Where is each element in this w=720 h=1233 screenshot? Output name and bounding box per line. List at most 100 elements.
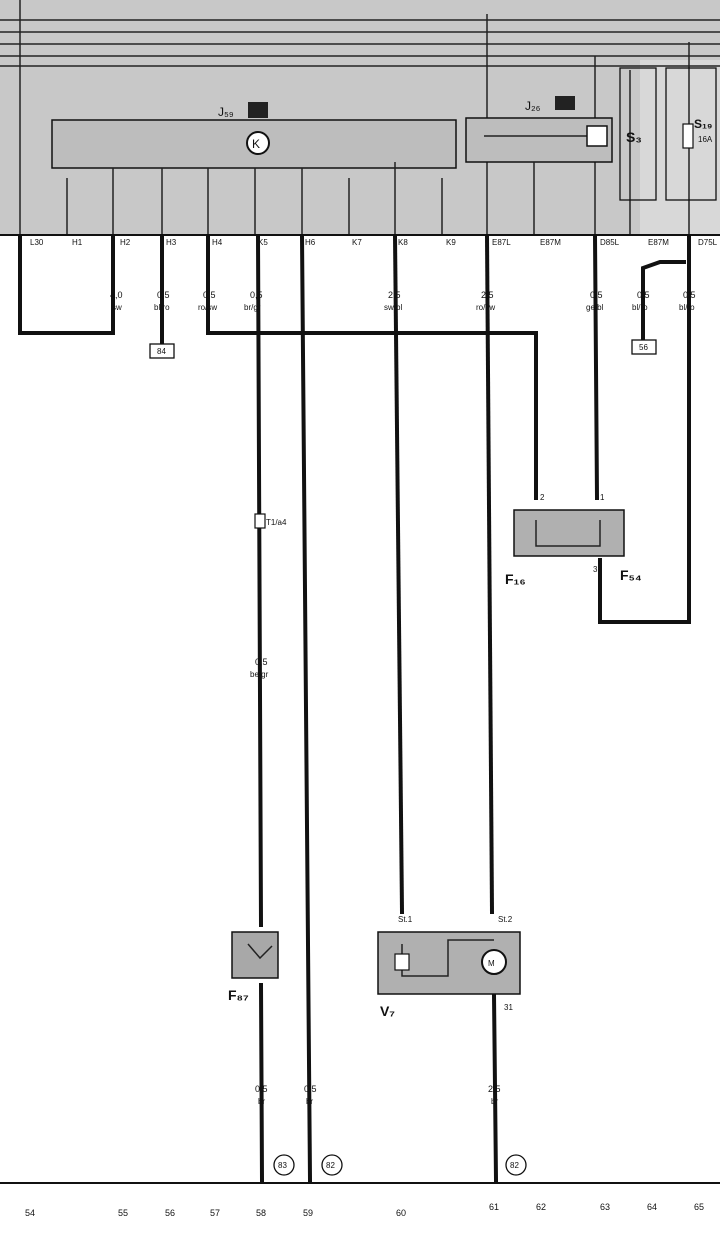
column-number: 57 [210, 1208, 220, 1218]
wire-color: br [258, 1097, 265, 1106]
wire-labels: 4,0 sw 0,5 bl/ro 0,5 ro/sw 0,5 br/gr 2,5… [110, 290, 696, 312]
column-number: 65 [694, 1202, 704, 1212]
column-number: 56 [165, 1208, 175, 1218]
fuse-s19: S₁₉ 16A [665, 67, 717, 201]
column-number: 59 [303, 1208, 313, 1218]
relay-k-symbol-label: K [252, 137, 260, 151]
wires [18, 233, 691, 1183]
wire-col59 [299, 233, 313, 1183]
wire-color: bl/ro [679, 303, 695, 312]
bus-lines [0, 19, 720, 67]
fuse-s3-label: S₃ [626, 129, 642, 145]
column-number: 63 [600, 1202, 610, 1212]
wire-gauge: 0,5 [637, 290, 650, 300]
column-number: 62 [536, 1202, 546, 1212]
wire-brgr [255, 233, 264, 928]
connector-label: L30 [30, 238, 44, 247]
fuse-s19-amp: 16A [698, 135, 713, 144]
switch-f87: F₈₇ [228, 931, 279, 1003]
wire-rosw-f16 [206, 234, 538, 500]
wire-swbl-v7 [392, 233, 405, 915]
wire-color: sw/bl [384, 303, 402, 312]
connector-label: D85L [600, 238, 620, 247]
svg-text:82: 82 [510, 1161, 519, 1170]
column-number: 55 [118, 1208, 128, 1218]
wire-color: ge/bl [586, 303, 604, 312]
wire-f87-ground [258, 982, 265, 1183]
wire-color: ro/sw [198, 303, 217, 312]
pin-stubs [66, 162, 535, 234]
switch-pin: 3 [593, 565, 598, 574]
switch-block-f16-f54: 2 1 3 F₁₆ F₅₄ [505, 493, 642, 587]
wire-v7-ground [491, 992, 499, 1183]
connector-label: K9 [446, 238, 456, 247]
svg-text:83: 83 [278, 1161, 287, 1170]
wire-gauge: 0,5 [203, 290, 216, 300]
wire-gebl-f54 [592, 233, 600, 501]
fan-motor-v7: M St.1 St.2 31 V₇ [377, 915, 521, 1019]
wire-color: br/gr [244, 303, 261, 312]
wire-color: be/gr [250, 670, 269, 679]
wire-color: bl/ro [154, 303, 170, 312]
motor-pin: St.1 [398, 915, 413, 924]
connector-label: H1 [72, 238, 83, 247]
svg-text:T1/a4: T1/a4 [266, 518, 287, 527]
ground-circle-82 [321, 1154, 343, 1176]
wire-blro-56 [641, 260, 686, 342]
connector-label: K7 [352, 238, 362, 247]
svg-text:82: 82 [326, 1161, 335, 1170]
connector-label: H6 [305, 238, 316, 247]
wire-gauge: 0,5 [304, 1084, 317, 1094]
ground-circle-82b [505, 1154, 527, 1176]
reference-box-56: 56 [631, 339, 657, 355]
ground-points: 83 82 82 [273, 1154, 527, 1176]
connector-label: H4 [212, 238, 223, 247]
connector-label: H3 [166, 238, 177, 247]
motor-pin: St.2 [498, 915, 513, 924]
wire-gauge: 2,5 [388, 290, 401, 300]
column-number: 61 [489, 1202, 499, 1212]
connector-label: E87M [648, 238, 669, 247]
wire-color: ro/sw [476, 303, 495, 312]
wire-gauge: 0,5 [255, 1084, 268, 1094]
fan-motor-v7-label: V₇ [380, 1003, 395, 1019]
fuse-s19-label: S₁₉ [694, 117, 712, 131]
relay-j59-label: J₅₉ [218, 105, 234, 119]
motor-pin: 31 [504, 1003, 513, 1012]
relay-j26-tab [555, 96, 575, 110]
wire-gauge: 0,5 [250, 290, 263, 300]
ground-circle-83 [273, 1154, 295, 1176]
switch-pin: 1 [600, 493, 605, 502]
wire-gauge: 0,5 [683, 290, 696, 300]
wire-gauge: 0,5 [157, 290, 170, 300]
relay-j59-tab [248, 102, 268, 118]
wire-rosw-v7 [484, 233, 495, 915]
svg-text:84: 84 [157, 347, 166, 356]
motor-icon [481, 949, 507, 975]
connector-label: K5 [258, 238, 268, 247]
connector-label: K8 [398, 238, 408, 247]
svg-text:M: M [488, 959, 495, 968]
wire-gauge: 0,5 [590, 290, 603, 300]
wire-gauge: 2,5 [488, 1084, 501, 1094]
connector-label: E87L [492, 238, 511, 247]
reference-box-84: 84 [149, 343, 175, 359]
wire-gauge: 0,5 [255, 657, 268, 667]
connector-top-labels: L30 H1 H2 H3 H4 K5 H6 K7 K8 K9 E87L E87M… [30, 238, 718, 247]
relay-k-symbol [246, 131, 270, 155]
column-number: 64 [647, 1202, 657, 1212]
central-electrics-panel [0, 0, 720, 234]
relay-j26: J₂₆ [465, 96, 613, 163]
switch-f16-label: F₁₆ [505, 571, 526, 587]
relay-j26-label: J₂₆ [525, 99, 541, 113]
connector-label: E87M [540, 238, 561, 247]
wire-gauge: 2,5 [481, 290, 494, 300]
connector-t1a4: T1/a4 [254, 513, 287, 529]
column-numbers: 54 55 56 57 58 59 60 61 62 63 64 65 [25, 1202, 704, 1218]
wire-sw-loop [18, 234, 115, 335]
panel-shade-right [640, 60, 720, 234]
relay-j59: J₅₉ K [51, 102, 457, 169]
wire-color: br [306, 1097, 313, 1106]
column-number: 54 [25, 1208, 35, 1218]
fuse-s3: S₃ [619, 67, 657, 201]
